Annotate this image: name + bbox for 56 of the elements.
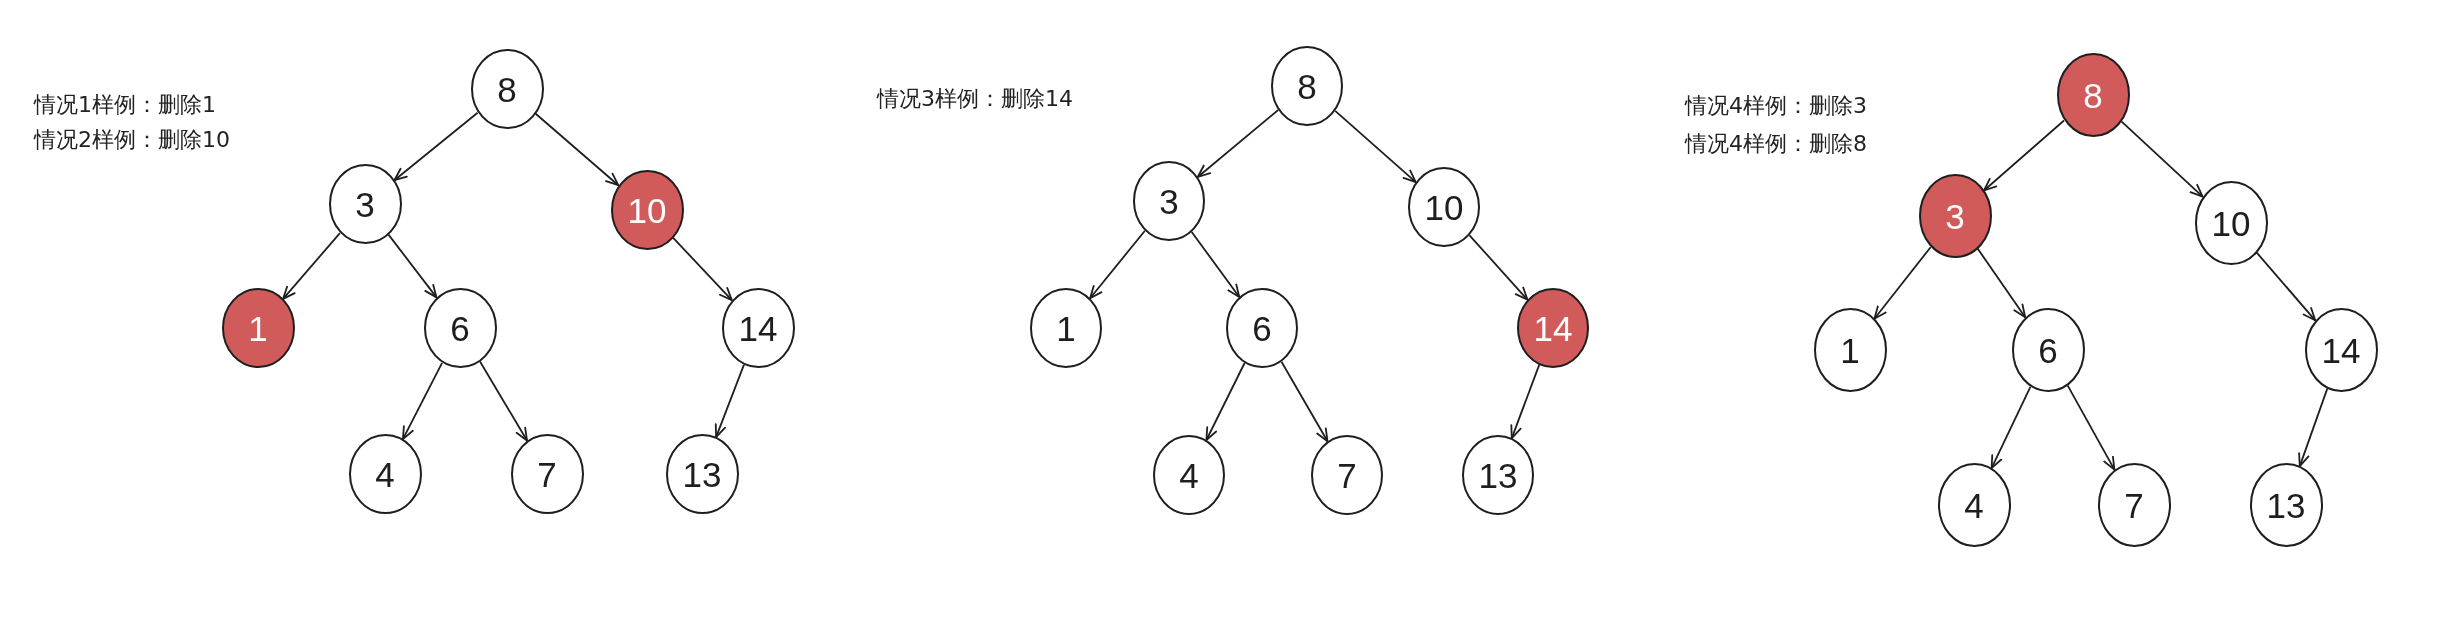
example-note: 情况4样例：删除8 [1685, 131, 1867, 157]
tree-node: 8 [470, 49, 544, 129]
arrow [1205, 362, 1246, 441]
tree-node: 10 [1408, 167, 1480, 247]
tree-node: 3 [328, 164, 402, 244]
tree-node: 14 [721, 288, 795, 368]
arrow [402, 362, 443, 440]
example-note: 情况1样例：删除1 [34, 92, 216, 118]
arrow [534, 112, 620, 187]
tree-node: 13 [2249, 463, 2323, 547]
arrow [2120, 120, 2204, 198]
highlighted-node: 8 [2056, 53, 2130, 137]
tree-node: 6 [2011, 308, 2085, 392]
arrow [2298, 388, 2329, 467]
arrow [672, 237, 733, 301]
arrow [393, 111, 479, 182]
highlighted-node: 10 [610, 170, 684, 250]
tree-node: 1 [1813, 308, 1887, 392]
tree-node: 4 [348, 434, 422, 514]
arrow [2066, 384, 2116, 471]
tree-node: 7 [2097, 463, 2171, 547]
arrow [1334, 110, 1417, 183]
example-note: 情况4样例：删除3 [1685, 93, 1867, 119]
tree-node: 1 [1030, 288, 1102, 368]
tree-node: 4 [1153, 435, 1225, 515]
arrow [1280, 360, 1329, 443]
arrow [1196, 109, 1280, 178]
example-note: 情况3样例：删除14 [877, 86, 1073, 112]
arrow [1983, 119, 2065, 192]
arrow [1990, 385, 2032, 470]
highlighted-node: 3 [1918, 174, 1992, 258]
tree-node: 4 [1937, 463, 2011, 547]
arrow [1468, 234, 1529, 301]
tree-node: 6 [1226, 288, 1298, 368]
highlighted-node: 14 [1517, 288, 1589, 368]
tree-node: 14 [2304, 308, 2378, 392]
tree-node: 7 [1311, 435, 1383, 515]
tree-node: 13 [665, 434, 739, 514]
highlighted-node: 1 [221, 288, 295, 368]
arrow [1976, 247, 2027, 319]
arrow [1089, 229, 1146, 300]
arrow [1190, 231, 1241, 298]
tree-node: 10 [2194, 181, 2268, 265]
example-note: 情况2样例：删除10 [34, 127, 230, 153]
arrow [1873, 246, 1932, 320]
arrow [714, 364, 745, 438]
tree-node: 6 [423, 288, 497, 368]
tree-node: 7 [510, 434, 584, 514]
arrow [1510, 364, 1541, 439]
arrow [2255, 251, 2317, 322]
tree-node: 13 [1462, 435, 1534, 515]
arrow [387, 233, 438, 299]
arrow [479, 360, 528, 442]
tree-node: 8 [1271, 46, 1343, 126]
tree-node: 3 [1133, 161, 1205, 241]
arrow [282, 232, 341, 300]
